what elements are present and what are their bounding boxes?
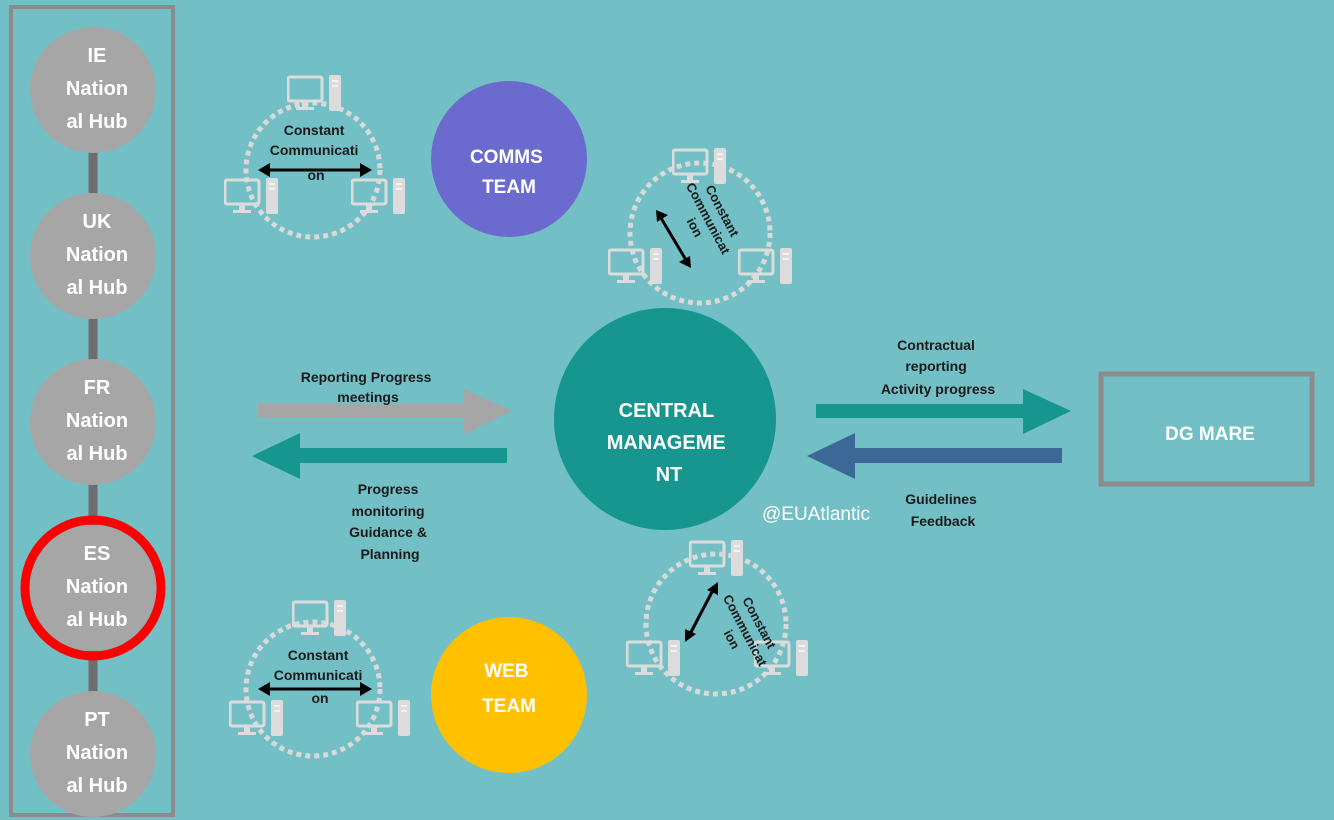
double-arrow-icon — [258, 682, 372, 696]
computer-icon — [292, 600, 348, 638]
hub-label-line: al Hub — [66, 111, 127, 133]
hub-label-line: al Hub — [66, 277, 127, 299]
reporting-progress-label: Reporting Progress meetings — [301, 369, 436, 405]
hub-label-line: al Hub — [66, 443, 127, 465]
web-team-label: WEB TEAM — [482, 661, 536, 717]
guidelines-feedback-label: Guidelines Feedback — [905, 491, 980, 529]
communication-label: Constant Communicati on — [270, 122, 363, 183]
hub-label: FR Nation al Hub — [66, 377, 128, 465]
dg-mare-node: DG MARE — [1098, 371, 1315, 487]
dg-mare-label: DG MARE — [1165, 424, 1255, 445]
hub-label-line: PT — [84, 709, 110, 731]
computer-icon — [229, 700, 285, 738]
hub-label-line: ES — [84, 543, 111, 565]
contractual-reporting-arrow — [816, 389, 1071, 434]
comms-team-label: COMMS TEAM — [470, 147, 548, 198]
hub-node: ES Nation al Hub — [20, 515, 166, 661]
communication-loop-top-mid: Constant Communicat ion — [608, 148, 794, 306]
hub-label-line: UK — [83, 211, 112, 233]
reporting-progress-arrow — [258, 389, 512, 434]
contractual-reporting-label: Contractual reporting Activity progress — [881, 337, 996, 397]
double-arrow-icon — [656, 210, 691, 268]
hub-circle — [30, 27, 156, 153]
hub-node: PT Nation al Hub — [30, 691, 156, 817]
hub-circle — [30, 359, 156, 485]
communication-loop-top-left: Constant Communicati on — [224, 75, 407, 240]
central-management-label: CENTRAL MANAGEME NT — [607, 400, 731, 486]
highlight-ring — [20, 515, 166, 661]
hub-label-line: Nation — [66, 576, 128, 598]
double-arrow-icon — [258, 163, 372, 177]
double-arrow-icon — [685, 582, 718, 642]
progress-monitoring-arrow — [252, 433, 507, 479]
hub-label: UK Nation al Hub — [66, 211, 128, 299]
progress-monitoring-label: Progress monitoring Guidance & Planning — [349, 481, 431, 562]
hub-label-line: Nation — [66, 742, 128, 764]
communication-label: Constant Communicati on — [274, 647, 367, 706]
hub-circle — [30, 193, 156, 319]
communication-loop-bottom-left: Constant Communicati on — [229, 600, 412, 759]
communication-loop-bottom-mid: Constant Communicat ion — [626, 540, 810, 697]
hub-label: PT Nation al Hub — [66, 709, 128, 797]
watermark-handle: @EUAtlantic — [762, 504, 870, 525]
hub-label-line: Nation — [66, 410, 128, 432]
hub-label-line: Nation — [66, 244, 128, 266]
central-management-node: CENTRAL MANAGEME NT — [554, 308, 776, 530]
hub-label-line: FR — [84, 377, 111, 399]
hub-label-line: al Hub — [66, 775, 127, 797]
hub-label: IE Nation al Hub — [66, 45, 128, 133]
comms-team-node: COMMS TEAM — [431, 81, 587, 237]
hub-label-line: Nation — [66, 78, 128, 100]
hub-label-line: al Hub — [66, 609, 127, 631]
hub-circle — [30, 691, 156, 817]
hub-circle — [30, 525, 156, 651]
hub-label: ES Nation al Hub — [66, 543, 128, 631]
guidelines-feedback-arrow — [807, 433, 1062, 479]
hub-label-line: IE — [88, 45, 107, 67]
hub-node: UK Nation al Hub — [30, 193, 156, 319]
web-team-node: WEB TEAM — [431, 617, 587, 773]
hub-node: IE Nation al Hub — [30, 27, 156, 153]
hub-node: FR Nation al Hub — [30, 359, 156, 485]
